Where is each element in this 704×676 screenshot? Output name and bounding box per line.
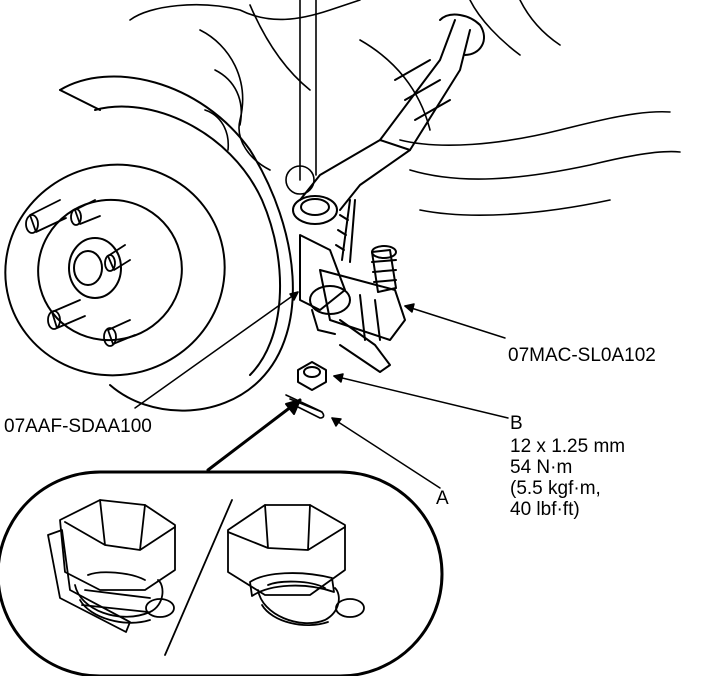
label-07mac-sl0a102: 07MAC-SL0A102 [508, 345, 656, 366]
label-b: B [510, 413, 523, 434]
nut-torque-lbf: 40 lbf·ft) [510, 499, 580, 520]
castle-nut-icon [297, 361, 327, 391]
nut-torque-nm: 54 N·m [510, 457, 573, 478]
castle-nut-detail-left [47, 499, 176, 633]
nut-torque-kgf: (5.5 kgf·m, [510, 478, 601, 499]
tie-rod [292, 13, 485, 225]
label-07aaf-sdaa100: 07AAF-SDAA100 [4, 416, 152, 437]
label-a: A [436, 488, 449, 509]
wheel-hub-illustration [4, 75, 294, 412]
leader-lines [134, 291, 509, 489]
ball-joint-remover-illustration [299, 199, 406, 373]
nut-spec-block: 12 x 1.25 mm 54 N·m (5.5 kgf·m, 40 lbf·f… [510, 436, 625, 520]
castle-nut-detail-right [227, 504, 365, 626]
inset-detail-bubble [0, 470, 444, 676]
knuckle-background [129, 0, 681, 217]
detail-callout-lead [206, 398, 302, 472]
nut-size: 12 x 1.25 mm [510, 436, 626, 457]
